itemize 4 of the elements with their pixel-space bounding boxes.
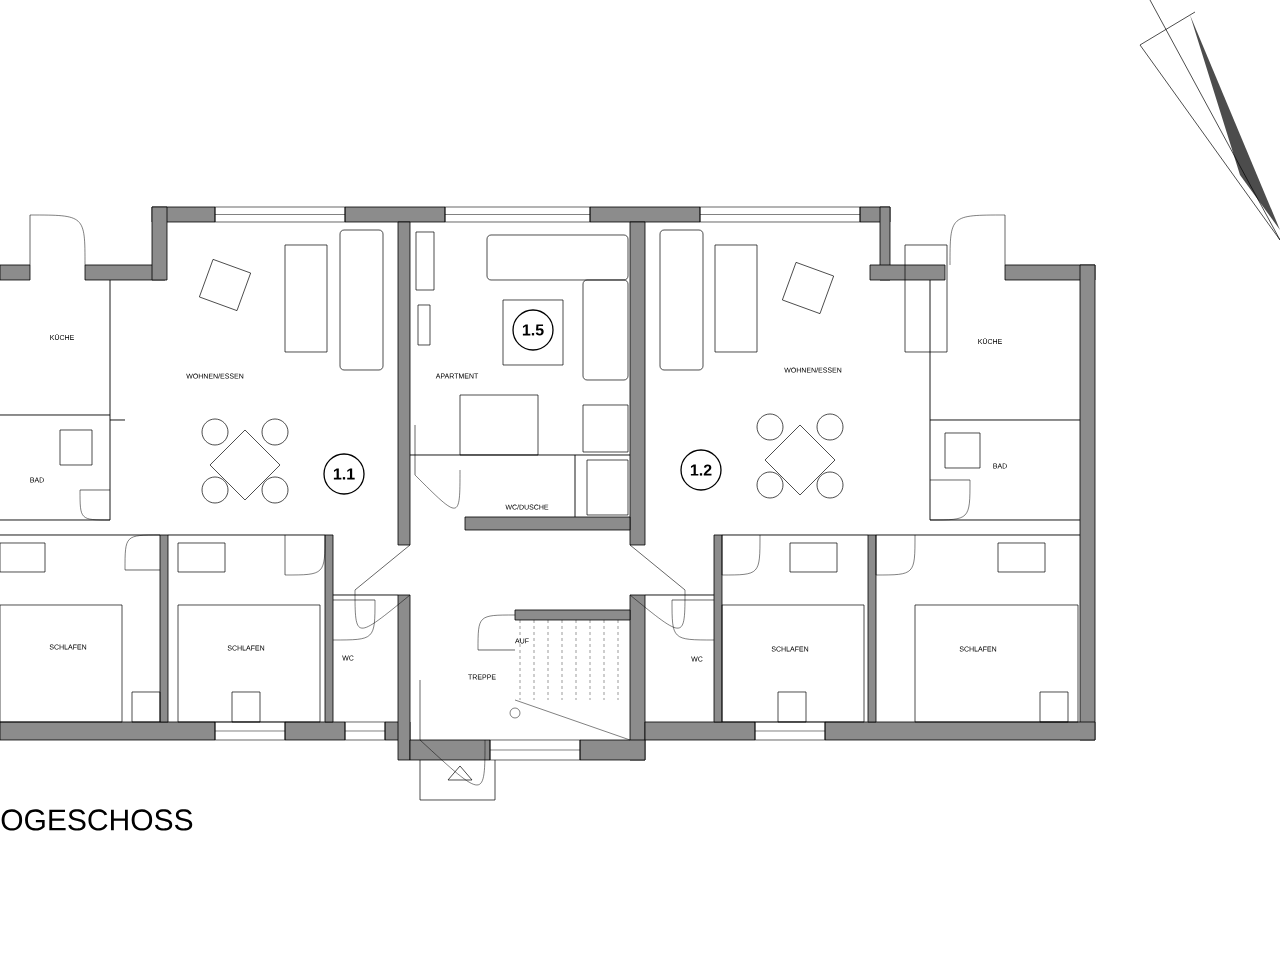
apartment-number: 1.5 bbox=[512, 309, 554, 351]
floor-title: OGESCHOSS bbox=[1, 809, 193, 831]
apartment-number: 1.1 bbox=[323, 453, 365, 495]
apartment-number: 1.2 bbox=[680, 449, 722, 491]
